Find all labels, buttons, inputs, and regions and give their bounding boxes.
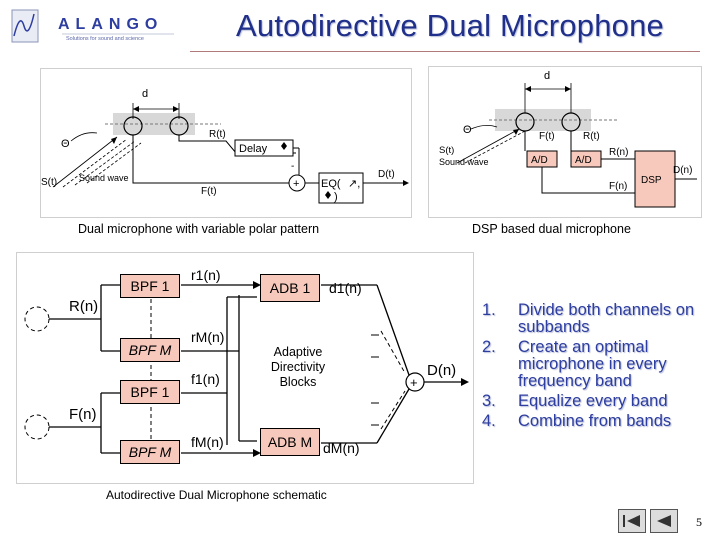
dsp-label-s: S(t) [439,145,454,156]
step-number: 3. [482,392,496,410]
step-item: 4. Combine from bands [478,413,718,430]
step-number: 1. [482,301,496,319]
schematic-diagram: R(n) F(n) r1(n) rM(n) f1(n) fM(n) d1(n) … [16,252,474,484]
schematic-graphic: R(n) F(n) r1(n) rM(n) f1(n) fM(n) d1(n) … [24,267,469,457]
label-eq-line1: EQ( [321,178,341,190]
dsp-label-dn: D(n) [673,165,692,176]
step-text: Combine from bands [518,412,672,430]
previous-slide-icon [657,515,671,527]
first-slide-icon [623,515,640,527]
bpf-m-bottom-block: BPF M [120,440,180,464]
dsp-label-d: d [544,70,550,82]
dsp-caption: DSP based dual microphone [472,222,631,236]
step-text: Divide both channels on subbands [518,301,695,336]
first-slide-button[interactable] [618,509,646,533]
label-minus: - [291,161,294,172]
dsp-diagram: d Θ S(t) Sound wave F(t) R(t) A/D A/D R(… [428,66,702,218]
label-theta: Θ [61,138,70,150]
adaptive-directivity-blocks: Adaptive Directivity Blocks [260,345,336,390]
label-d: d [142,88,148,100]
dsp-diagram-graphic: d Θ S(t) Sound wave F(t) R(t) A/D A/D R(… [439,70,697,208]
eq-arrow-icon: ↗, [348,178,360,190]
schematic-dn: D(n) [427,362,456,379]
alango-logo-graphic: ALANGO Solutions for sound and science [11,9,174,43]
label-eq-line2: ) [334,191,338,203]
steps-list: 1. Divide both channels on subbands 2. C… [478,302,718,433]
schematic-d1n: d1(n) [329,280,362,296]
schematic-plus: + [410,375,418,390]
adb-m-block: ADB M [260,428,320,456]
label-sound-wave: Sound wave [79,173,129,183]
adb-m-label: ADB M [267,434,313,450]
step-item: 3. Equalize every band [478,393,718,410]
schematic-r1n: r1(n) [191,267,221,283]
variable-polar-diagram-graphic: d Θ S(t) Sound wave R(t) Delay - F(t) + … [41,88,409,204]
schematic-f1n: f1(n) [191,371,220,387]
label-r: R(t) [209,129,226,140]
label-delay: Delay [239,143,268,155]
logo-name: ALANGO [58,16,163,33]
bpf-1-top-label: BPF 1 [130,278,170,294]
dsp-label-theta: Θ [463,124,472,136]
schematic-dmn: dM(n) [323,440,360,456]
schematic-caption: Autodirective Dual Microphone schematic [106,488,327,502]
step-item: 1. Divide both channels on subbands [478,302,718,336]
schematic-r-n: R(n) [69,298,98,315]
dsp-label-dsp: DSP [641,175,662,186]
step-number: 4. [482,412,496,430]
bpf-m-top-block: BPF M [120,338,180,362]
slide-title: Autodirective Dual Microphone [236,8,664,43]
label-plus: + [293,178,299,190]
dsp-label-fn: F(n) [609,181,627,192]
variable-polar-diagram: d Θ S(t) Sound wave R(t) Delay - F(t) + … [40,68,412,218]
dsp-label-ad1: A/D [531,155,548,166]
title-divider [190,51,700,52]
page-number: 5 [696,515,702,529]
label-s: S(t) [41,177,57,188]
bpf-1-top-block: BPF 1 [120,274,180,298]
adb-1-label: ADB 1 [269,280,311,296]
step-text: Equalize every band [518,392,668,410]
adaptive-line-2: Directivity [270,360,326,374]
bpf-m-top-label: BPF M [128,342,172,358]
dsp-label-ad2: A/D [575,155,592,166]
step-item: 2. Create an optimal microphone in every… [478,339,718,390]
dsp-label-rn: R(n) [609,147,628,158]
dsp-label-f: F(t) [539,131,555,142]
label-out: D(t) [378,169,395,180]
variable-polar-caption: Dual microphone with variable polar patt… [78,222,320,236]
alango-logo: ALANGO Solutions for sound and science [6,6,186,46]
step-text: Create an optimal microphone in every fr… [518,338,667,390]
logo-tagline: Solutions for sound and science [66,36,144,42]
bpf-1-bottom-label: BPF 1 [130,384,170,400]
previous-slide-button[interactable] [650,509,678,533]
bpf-1-bottom-block: BPF 1 [120,380,180,404]
bpf-m-bottom-label: BPF M [128,444,172,460]
adb-1-block: ADB 1 [260,274,320,302]
schematic-fmn: fM(n) [191,434,224,450]
schematic-f-n: F(n) [69,406,97,423]
label-f: F(t) [201,186,217,197]
dsp-label-sound-wave: Sound wave [439,157,489,167]
adaptive-line-1: Adaptive [273,345,323,359]
step-number: 2. [482,338,496,356]
dsp-label-r: R(t) [583,131,600,142]
adaptive-line-3: Blocks [279,375,317,389]
schematic-rmn: rM(n) [191,329,224,345]
